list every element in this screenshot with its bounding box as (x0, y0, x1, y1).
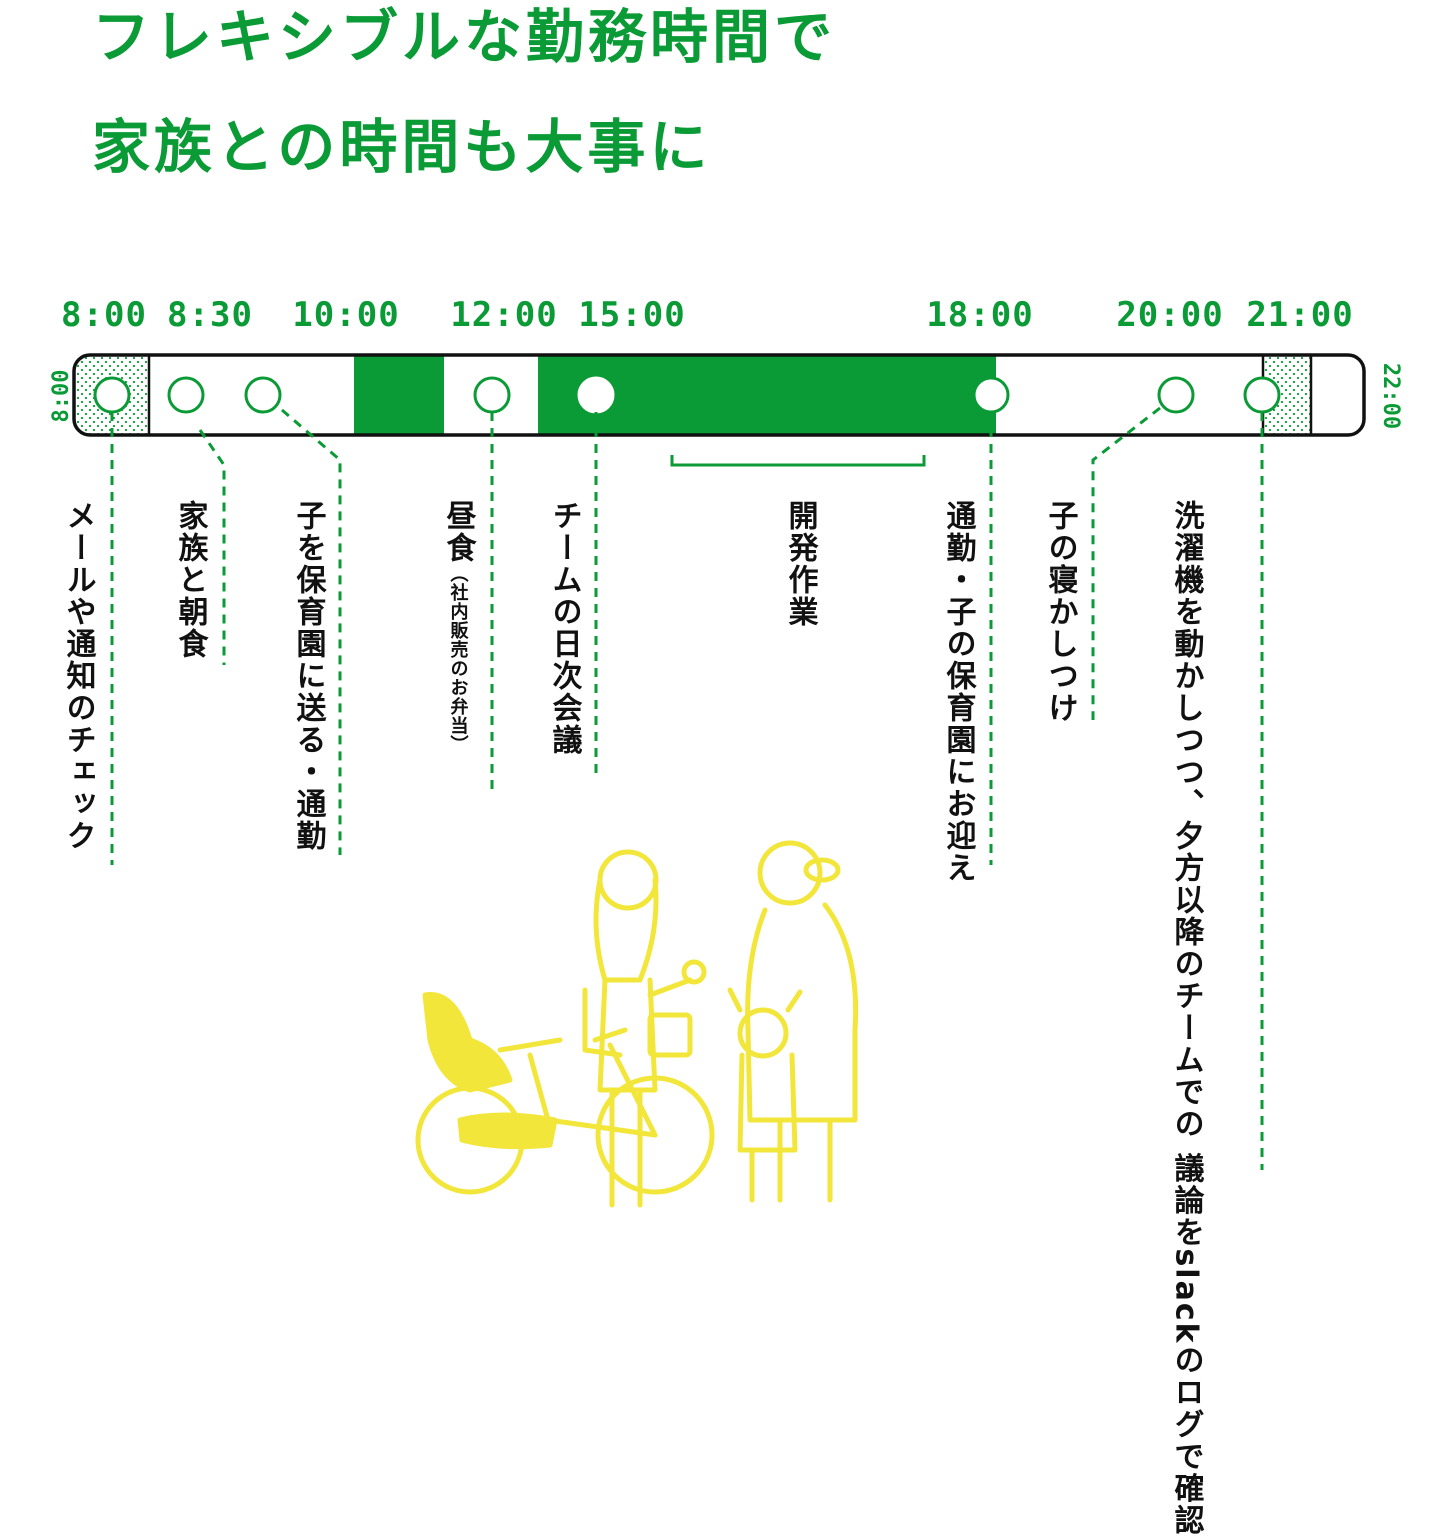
dev-work-bracket (672, 455, 924, 465)
event-label-lunch-note: （社内販売のお弁当） (448, 564, 469, 754)
event-label-breakfast: 家族と朝食 (168, 500, 212, 660)
event-label-bedtime: 子の寝かしつけ (1038, 500, 1082, 724)
event-label-slack-review-line1: 洗濯機を動かしつつ、夕方以降のチームでの (1169, 500, 1204, 1140)
event-label-slack-review: 洗濯機を動かしつつ、夕方以降のチームでの 議論をslackのログで確認 (1164, 500, 1208, 1537)
event-marker-circle (95, 378, 129, 412)
event-label-slack-review-line2: 議論をslackのログで確認 (1169, 1152, 1204, 1536)
event-label-nursery-dropoff: 子を保育園に送る・通勤 (286, 500, 330, 852)
event-marker-circle (974, 378, 1008, 412)
event-label-daily-meeting: チームの日次会議 (542, 500, 586, 756)
event-label-lunch: 昼食（社内販売のお弁当） (436, 500, 480, 754)
connector-line (1093, 408, 1160, 720)
event-label-lunch-main: 昼食 (441, 500, 476, 564)
event-marker-circle (1159, 378, 1193, 412)
event-marker-circle (1245, 378, 1279, 412)
event-label-mail-check: メールや通知のチェック (56, 500, 100, 852)
event-marker-circle (579, 378, 613, 412)
event-label-development: 開発作業 (778, 500, 822, 628)
timeline-diagram (0, 0, 1440, 1233)
work-segment-1 (354, 355, 444, 435)
event-marker-circle (246, 378, 280, 412)
event-marker-circle (169, 378, 203, 412)
family-with-bicycle-illustration (418, 843, 856, 1205)
event-marker-circle (475, 378, 509, 412)
event-label-nursery-pickup: 通勤・子の保育園にお迎え (936, 500, 980, 884)
